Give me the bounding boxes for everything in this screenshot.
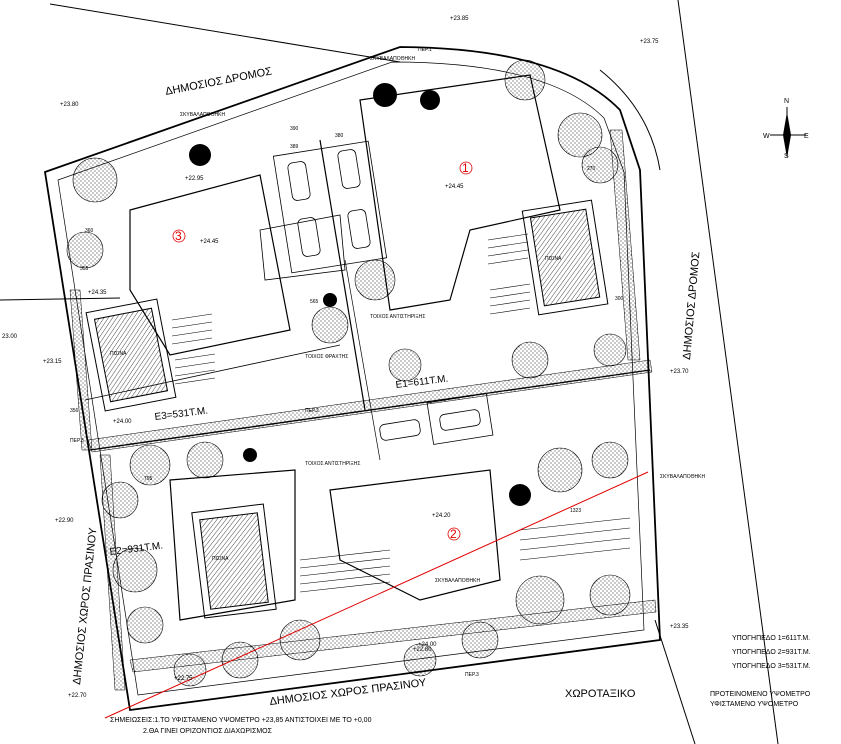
level-l8: +22.80: [413, 647, 432, 653]
dim-565: 565: [310, 299, 319, 305]
dim-355: 355: [80, 266, 89, 272]
dim-270: 270: [587, 166, 596, 172]
plot-number-2: 2: [450, 527, 457, 541]
legend-u1: ΥΠΟΓΗΠΕΔΟ 1=611Τ.Μ.: [732, 635, 810, 642]
label-pool-2: ΠΙΣΙΝΑ: [212, 556, 229, 562]
road-top-label: ΔΗΜΟΣΙΟΣ ΔΡΟΜΟΣ: [164, 65, 273, 98]
annotations: ΣΚΥΒΑΛΑΠΟΘΗΚΗ ΣΚΥΒΑΛΑΠΟΘΗΚΗ ΣΚΥΒΑΛΑΠΟΘΗΚ…: [70, 47, 705, 678]
deck-grids: [171, 233, 631, 593]
level-l6: +23.70: [670, 369, 689, 375]
pool-1: [521, 199, 609, 316]
level-p2: +24.20: [432, 513, 451, 519]
label-wall-1: ΤΟΙΧΟΣ ΑΝΤΙΣΤΗΡΙΞΗΣ: [370, 314, 426, 320]
label-stair-4: ΣΚΥΒΑΛΑΠΟΘΗΚΗ: [435, 578, 480, 584]
legend: ΥΠΟΓΗΠΕΔΟ 1=611Τ.Μ. ΥΠΟΓΗΠΕΔΟ 2=931Τ.Μ. …: [710, 635, 811, 708]
level-l12: +24.00: [418, 642, 437, 648]
level-l5: +23.15: [43, 359, 62, 365]
level-l1: +23.85: [450, 16, 469, 22]
level-p1: +24.45: [445, 184, 464, 190]
label-per1: ΠΕΡ.1: [418, 47, 432, 53]
building-2: [329, 469, 501, 601]
notes: ΣΗΜΕΙΩΣΕΙΣ:1.ΤΟ ΥΦΙΣΤΑΜΕΝΟ ΥΨΟΜΕΤΡΟ +23,…: [110, 717, 372, 735]
level-l3: +23.80: [60, 102, 79, 108]
legend-existing: ΥΦΙΣΤΑΜΕΝΟ ΥΨΟΜΕΤΡΟ: [710, 701, 799, 708]
compass-e: E: [804, 133, 809, 140]
plot-number-3: 3: [175, 229, 182, 243]
level-p3: +24.45: [200, 239, 219, 245]
legend-proposed: ΠΡΟΤΕΙΝΟΜΕΝΟ ΥΨΟΜΕΤΡΟ: [710, 691, 811, 698]
area-e3: E3=531Τ.Μ.: [154, 406, 209, 423]
level-l11: +22.75: [174, 676, 193, 682]
label-per2: ΠΕΡ.2: [305, 408, 319, 414]
compass-n: N: [784, 98, 789, 105]
road-right-label: ΔΗΜΟΣΙΟΣ ΔΡΟΜΟΣ: [681, 251, 702, 360]
dim-795: 795: [144, 476, 153, 482]
surrounding-lines: [0, 0, 779, 744]
trees: [66, 59, 631, 687]
section-line: [104, 471, 649, 719]
green-left-label: ΔΗΜΟΣΙΟΣ ΧΩΡΟΣ ΠΡΑΣΙΝΟΥ: [71, 527, 99, 686]
north-arrow: N S E W: [763, 98, 809, 160]
level-l4: 23.00: [2, 334, 18, 340]
dim-390: 390: [290, 126, 299, 132]
legend-u2: ΥΠΟΓΗΠΕΔΟ 2=931Τ.Μ.: [732, 649, 811, 656]
level-markers: +23.85 +23.75 +23.80 23.00 +23.15 +23.70…: [2, 16, 689, 699]
note-2: 2.ΘΑ ΓΙΝΕΙ ΟΡΙΖΟΝΤΙΟΣ ΔΙΑΧΩΡΙΣΜΟΣ: [143, 728, 273, 735]
level-l7: +22.90: [55, 518, 74, 524]
level-l2: +23.75: [640, 39, 659, 45]
compass-s: S: [784, 153, 789, 160]
label-wall-2: ΤΟΙΧΟΣ ΦΡΑΧΤΗΣ: [305, 354, 348, 360]
plot-bottom-label: ΧΩΡΟΤΑΞΙΚΟ: [565, 688, 636, 700]
pools: [85, 199, 609, 619]
pool-2: [191, 503, 277, 619]
legend-u3: ΥΠΟΓΗΠΕΔΟ 3=531Τ.Μ.: [732, 663, 811, 670]
dim-1323: 1323: [570, 508, 581, 514]
label-per3-left: ΠΕΡ.3: [70, 438, 84, 444]
dim-356: 356: [70, 408, 79, 414]
plot-number-1: 1: [462, 161, 469, 175]
level-l10: +22.70: [68, 693, 87, 699]
dark-shrubs: [189, 83, 531, 506]
building-3: [129, 174, 291, 356]
dim-389: 389: [290, 144, 299, 150]
level-p4: +24.35: [88, 290, 107, 296]
label-stair-2: ΣΚΥΒΑΛΑΠΟΘΗΚΗ: [180, 112, 225, 118]
pool-3: [85, 298, 177, 412]
label-per3-bottom: ΠΕΡ.3: [465, 672, 479, 678]
dim-300: 300: [615, 296, 624, 302]
dim-380: 380: [335, 133, 344, 139]
dim-360: 360: [85, 228, 94, 234]
level-l9: +23.35: [670, 624, 689, 630]
note-1: ΣΗΜΕΙΩΣΕΙΣ:1.ΤΟ ΥΦΙΣΤΑΜΕΝΟ ΥΨΟΜΕΤΡΟ +23,…: [110, 717, 372, 724]
label-stair-1: ΣΚΥΒΑΛΑΠΟΘΗΚΗ: [370, 56, 415, 62]
label-wall-3: ΤΟΙΧΟΣ ΑΝΤΙΣΤΗΡΙΞΗΣ: [305, 461, 361, 467]
level-p6: +24.00: [113, 419, 132, 425]
label-pool-3: ΠΙΣΙΝΑ: [110, 351, 127, 357]
label-stair-3: ΣΚΥΒΑΛΑΠΟΘΗΚΗ: [660, 474, 705, 480]
label-pool-1: ΠΙΣΙΝΑ: [545, 256, 562, 262]
level-p5: +22.95: [185, 176, 204, 182]
compass-w: W: [763, 133, 770, 140]
